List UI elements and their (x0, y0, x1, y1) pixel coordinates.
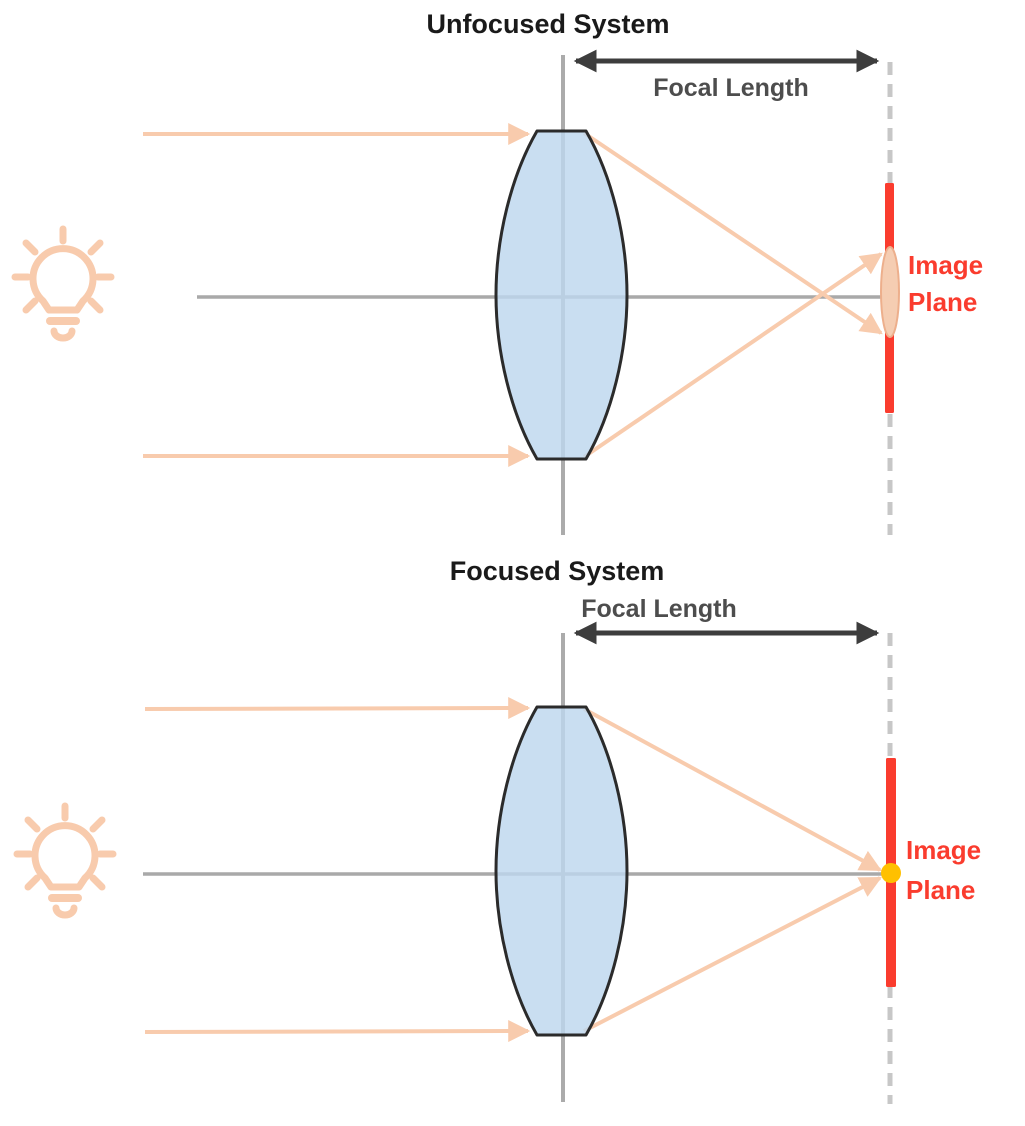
image-plane-label-line1: Image (906, 835, 981, 865)
focal-length-label: Focal Length (581, 595, 737, 623)
image-plane-label-line2: Plane (908, 287, 977, 317)
refracted-ray-top (582, 131, 883, 335)
image-plane-label: Image Plane (906, 835, 988, 905)
lightbulb-icon (17, 806, 113, 915)
convex-lens (494, 705, 629, 1037)
convex-lens (494, 129, 629, 461)
refracted-ray-top (583, 707, 882, 872)
focus-point-dot (881, 863, 901, 883)
incoming-ray-bottom (144, 1020, 531, 1043)
incoming-ray-top (144, 697, 531, 720)
image-plane-label-line2: Plane (906, 875, 975, 905)
unfocused-system: Unfocused System Focal Length Image Plan… (15, 9, 990, 535)
focused-title: Focused System (450, 556, 665, 586)
focused-system: Focused System Focal Length Image Plane (17, 556, 988, 1104)
blur-spot-ellipse (880, 246, 900, 338)
refracted-ray-bottom (582, 252, 883, 459)
unfocused-title: Unfocused System (426, 9, 669, 39)
refracted-ray-bottom (583, 876, 882, 1033)
lightbulb-icon (15, 229, 111, 338)
focal-length-label: Focal Length (653, 74, 809, 102)
image-plane-label: Image Plane (908, 250, 990, 317)
image-plane-label-line1: Image (908, 250, 983, 280)
